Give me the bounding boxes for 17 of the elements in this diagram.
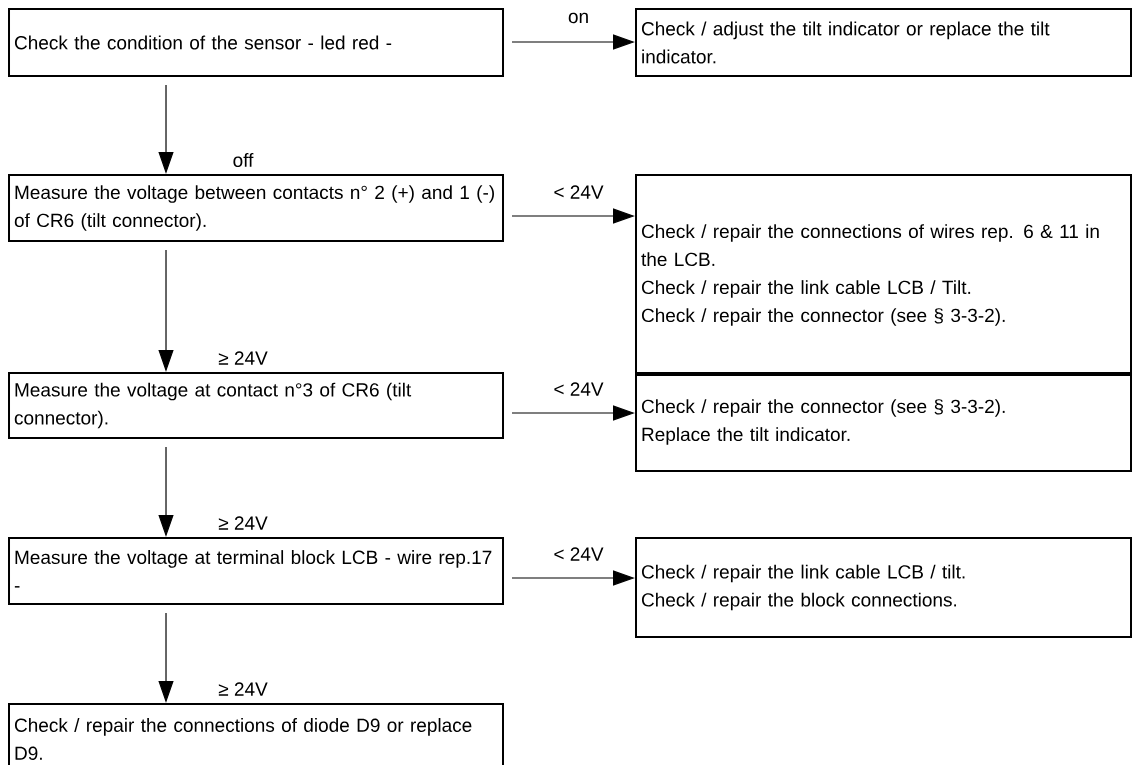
step-box: Check the condition of the sensor - led red - <box>8 8 504 77</box>
edge-label: < 24V <box>554 185 604 199</box>
step-box: Check / repair the link cable LCB / tilt. Check / repair the block connections. <box>635 537 1132 638</box>
edge-label: < 24V <box>554 547 604 561</box>
edge-label: off <box>233 153 254 167</box>
step-box: Check / adjust the tilt indicator or replace the tilt indicator. <box>635 8 1132 77</box>
edge-label: on <box>568 12 588 24</box>
edge-label: ≥ 24V <box>218 516 268 530</box>
step-box: Check / repair the connections of diode D9 or replace D9. <box>8 703 504 765</box>
step-box: Check / repair the connections of wires rep. 6 & 11 in the LCB. Check / repair the link cable LCB / Tilt. Check / repair the connector (see § 3-3-2). <box>635 174 1132 376</box>
step-box: Measure the voltage at terminal block LCB - wire rep.17 - <box>8 537 504 605</box>
edge-label: < 24V <box>554 382 604 396</box>
edge-label: ≥ 24V <box>218 682 268 696</box>
edge-label: ≥ 24V <box>218 351 268 365</box>
step-box: Measure the voltage at contact n°3 of CR6 (tilt connector). <box>8 372 504 439</box>
step-box: Check / repair the connector (see § 3-3-2). Replace the tilt indicator. <box>635 372 1132 472</box>
step-box: Measure the voltage between contacts n° 2 (+) and 1 (-) of CR6 (tilt connector). <box>8 174 504 242</box>
